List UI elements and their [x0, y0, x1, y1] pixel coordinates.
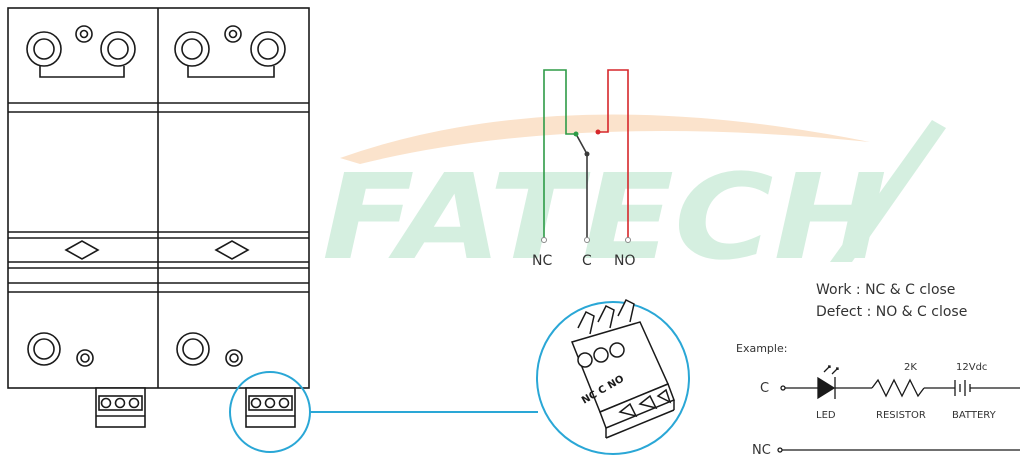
- no-wire: [598, 69, 629, 238]
- switch-blade: [575, 133, 588, 155]
- connector-callout: NC C NO: [229, 298, 690, 455]
- module-1-bottom-terminals: [27, 332, 94, 367]
- spd-device: [7, 7, 310, 428]
- remote-connector-1: [95, 387, 146, 428]
- label-nc: NC: [532, 253, 552, 269]
- label-c: C: [582, 253, 592, 269]
- led-caption: LED: [816, 410, 836, 421]
- module-1-top-terminals: [26, 25, 136, 78]
- contact-schematic: [541, 69, 631, 243]
- defect-status: Defect : NO & C close: [816, 304, 967, 320]
- resistor-value: 2K: [904, 362, 917, 373]
- resistor-caption: RESISTOR: [876, 410, 926, 421]
- led-icon: [817, 365, 839, 400]
- battery-icon: [954, 380, 971, 396]
- status-window-1: [64, 240, 100, 260]
- battery-value: 12Vdc: [956, 362, 987, 373]
- status-window-2: [214, 240, 250, 260]
- work-status: Work : NC & C close: [816, 282, 955, 298]
- watermark-swoosh: [340, 114, 870, 164]
- label-no: NO: [614, 253, 636, 269]
- resistor-icon: [871, 378, 925, 398]
- connector-plug-enlarged: [570, 298, 675, 439]
- example-circuit: [777, 365, 1020, 453]
- example-nc-label: NC: [752, 443, 771, 457]
- nc-wire: [543, 69, 576, 238]
- module-2-bottom-terminals: [176, 332, 243, 367]
- example-heading: Example:: [736, 342, 787, 355]
- battery-caption: BATTERY: [952, 410, 997, 421]
- module-2-top-terminals: [174, 25, 286, 78]
- watermark-slash: [830, 120, 946, 262]
- example-c-label: C: [760, 381, 769, 396]
- watermark: FATECH: [322, 114, 946, 286]
- watermark-brand: FATECH: [322, 148, 887, 286]
- remote-connector-2: [245, 387, 296, 428]
